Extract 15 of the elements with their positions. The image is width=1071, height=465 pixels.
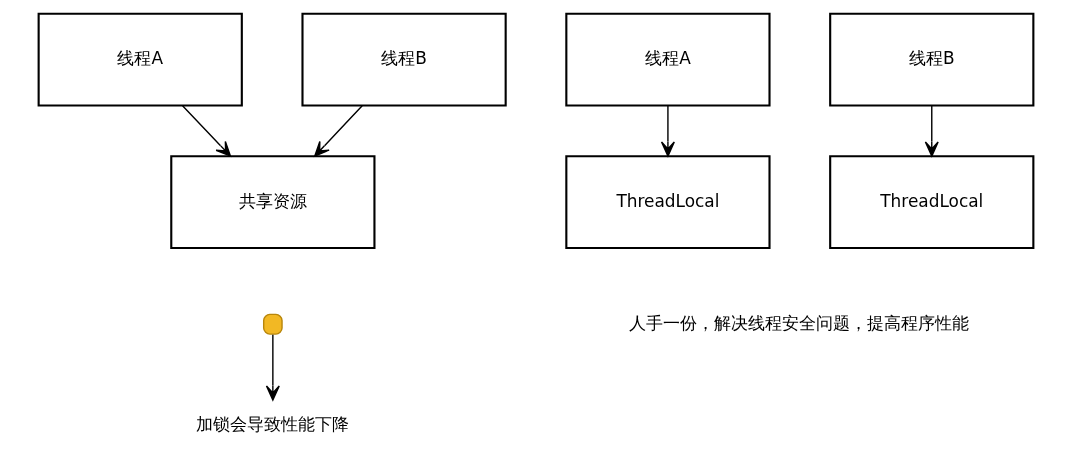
arrow <box>924 104 939 157</box>
arrow <box>181 104 231 157</box>
arrow <box>265 334 280 401</box>
node-box: 线程B <box>828 12 1034 107</box>
arrow <box>660 104 675 157</box>
node-box: ThreadLocal <box>564 155 771 250</box>
label: 人手一份，解决线程安全问题，提高程序性能 <box>628 312 969 333</box>
node-box: 线程A <box>564 12 771 107</box>
node-box: ThreadLocal <box>828 155 1034 250</box>
node-text: 加锁会导致性能下降 <box>195 414 349 435</box>
arrow <box>313 104 363 157</box>
node-box: 线程A <box>37 12 243 107</box>
node-lock <box>262 313 283 335</box>
node-box: 线程B <box>300 12 507 107</box>
node-box: 共享资源 <box>169 155 375 250</box>
